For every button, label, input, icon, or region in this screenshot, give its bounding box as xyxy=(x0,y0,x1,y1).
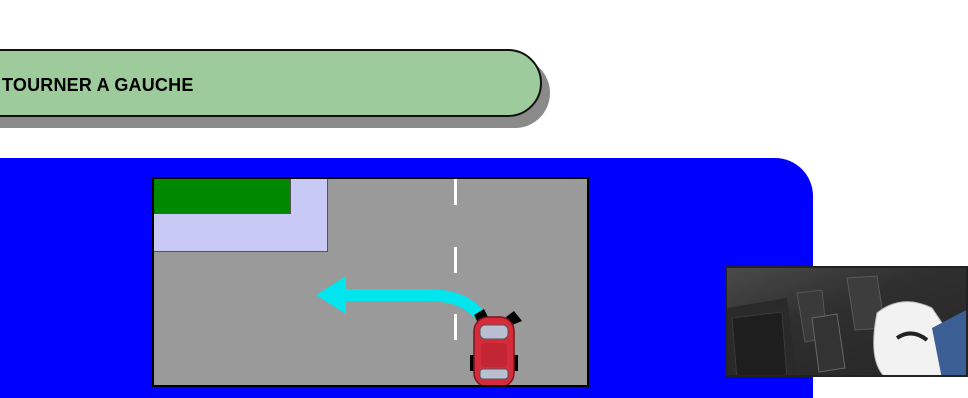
title-banner: TOURNER A GAUCHE xyxy=(0,49,542,117)
intersection-diagram xyxy=(152,177,589,387)
banner-title: TOURNER A GAUCHE xyxy=(2,75,194,96)
car-pedals-photo xyxy=(725,266,968,377)
red-car-icon xyxy=(464,307,524,387)
